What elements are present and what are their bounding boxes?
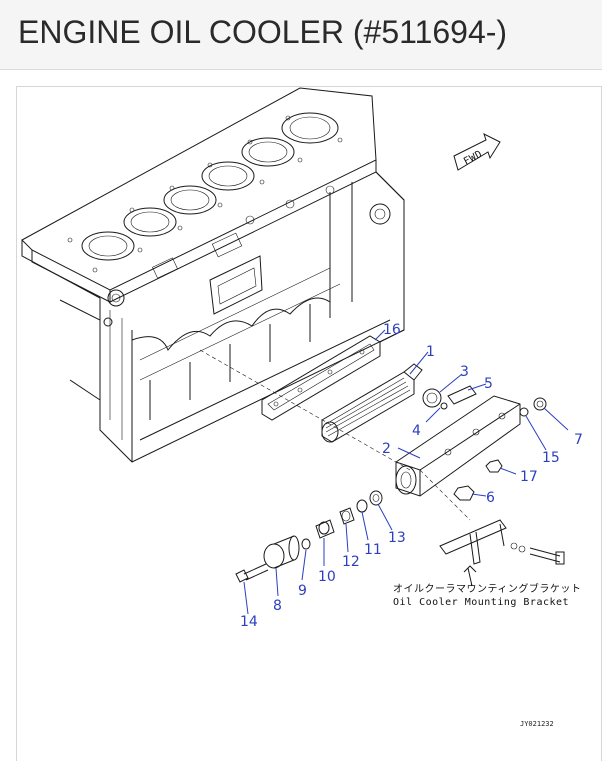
fwd-label: FWD: [462, 149, 484, 168]
callout-5[interactable]: 5: [484, 376, 493, 392]
callout-10[interactable]: 10: [318, 569, 336, 585]
part-cooler-cover-2: [395, 395, 521, 497]
fwd-arrow-icon: FWD: [453, 133, 501, 171]
callout-13[interactable]: 13: [388, 530, 406, 546]
part-gasket-16: [261, 335, 381, 421]
callout-16[interactable]: 16: [383, 322, 401, 338]
callout-3[interactable]: 3: [460, 364, 469, 380]
callout-8[interactable]: 8: [273, 598, 282, 614]
callout-12[interactable]: 12: [342, 554, 360, 570]
callout-15[interactable]: 15: [542, 450, 560, 466]
page-header: ENGINE OIL COOLER (#511694-): [0, 0, 602, 70]
bracket-note-jp: オイルクーラマウンティングブラケット: [393, 582, 581, 595]
part-nut-17: [485, 459, 503, 473]
callout-11[interactable]: 11: [364, 542, 382, 558]
part-washer-13: [369, 490, 383, 506]
part-oring-4: [440, 402, 448, 410]
part-oring-9: [301, 538, 311, 550]
callout-labels: 16 1 3 5 4 2 7 15 17 6 13 11 12 10 9 8 1…: [240, 322, 583, 630]
callout-14[interactable]: 14: [240, 614, 258, 630]
oil-cooler-mounting-bracket: [439, 519, 565, 587]
callout-1[interactable]: 1: [426, 344, 435, 360]
diagram-panel: [16, 86, 602, 761]
callout-4[interactable]: 4: [412, 423, 421, 439]
callout-2[interactable]: 2: [382, 441, 391, 457]
part-seal-11: [356, 499, 368, 513]
callout-7[interactable]: 7: [574, 432, 583, 448]
part-oil-cooler-core-1: [321, 363, 423, 443]
part-oring-15: [519, 407, 529, 417]
part-nut-6: [453, 485, 475, 501]
leader-lines: [243, 329, 569, 615]
callout-17[interactable]: 17: [520, 469, 538, 485]
page-title: ENGINE OIL COOLER (#511694-): [18, 14, 508, 50]
callout-6[interactable]: 6: [486, 490, 495, 506]
bracket-note-en: Oil Cooler Mounting Bracket: [393, 597, 569, 608]
engine-block: [21, 87, 405, 463]
part-element-12: [339, 507, 355, 525]
part-plate-5: [447, 385, 477, 405]
callout-9[interactable]: 9: [298, 583, 307, 599]
part-plug-7: [533, 397, 547, 411]
part-bolt-14: [235, 563, 269, 583]
part-oring-3: [422, 388, 442, 408]
part-plug-8: [263, 535, 300, 569]
drawing-code: JY021232: [520, 720, 554, 728]
